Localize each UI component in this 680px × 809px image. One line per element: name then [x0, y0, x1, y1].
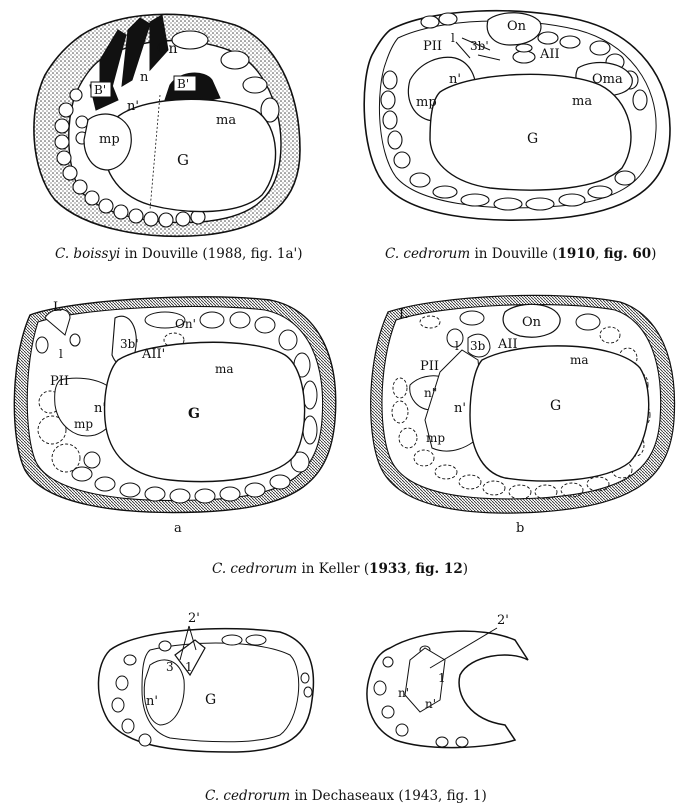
label-l: l — [59, 347, 63, 361]
label-aii: AII — [497, 337, 518, 352]
label-g: G — [550, 398, 561, 414]
caption-keller-1933: C. cedrorum in Keller (1933, fig. 12) — [212, 561, 468, 577]
label-g: G — [177, 151, 189, 169]
label-on: On — [522, 315, 542, 330]
label-2-prime: 2' — [497, 613, 509, 628]
caption-douville-1910: C. cedrorum in Douville (1910, fig. 60) — [385, 246, 656, 262]
label-on: On — [507, 19, 527, 34]
label-n-prime: n' — [449, 72, 461, 87]
gut-cavity — [104, 99, 275, 211]
label-1: 1 — [438, 671, 446, 685]
label-pii: PII — [423, 39, 442, 54]
label-mp: mp — [74, 417, 93, 431]
outer-wall — [367, 631, 528, 747]
gut-cavity — [105, 342, 305, 481]
label-pii: PII — [420, 359, 439, 374]
label-n-prime-b: n' — [425, 697, 436, 711]
label-l: l — [455, 339, 459, 353]
label-b-left: B' — [94, 83, 106, 97]
caption-dechaseaux-1943: C. cedrorum in Dechaseaux (1943, fig. 1) — [205, 788, 487, 804]
label-on: On — [157, 41, 178, 57]
label-L: L — [399, 307, 408, 322]
label-1: 1 — [185, 660, 193, 674]
label-on: On' — [175, 317, 196, 331]
panel-letter-a: a — [174, 521, 182, 536]
label-pii: PII — [50, 374, 69, 389]
label-n-prime: n' — [94, 401, 106, 416]
label-ma: ma — [572, 94, 592, 109]
label-3: 3 — [166, 660, 174, 674]
label-aii: AII — [539, 47, 560, 62]
label-mp: mp — [426, 431, 445, 445]
dechaseaux-left-drawing: 2' 3 1 n' G — [98, 611, 313, 752]
keller-panel-a-drawing: L l PII 3b' AII' On' ma n' mp G — [14, 297, 335, 513]
keller-panel-b-drawing: L l PII 3b AII On ma n" n' mp G — [371, 295, 675, 513]
label-3b: 3b' — [120, 337, 139, 351]
label-3b: 3b — [470, 339, 486, 353]
label-g: G — [188, 406, 200, 422]
label-mp: mp — [99, 132, 120, 147]
label-g: G — [205, 692, 216, 708]
dechaseaux-right-drawing: 2' 1 n' n' — [367, 613, 528, 748]
label-2-prime: 2' — [188, 611, 200, 626]
label-b-right: B' — [177, 77, 189, 91]
label-n-prime: n' — [146, 694, 158, 709]
label-n-prime-a: n' — [398, 686, 409, 700]
label-g: G — [527, 131, 538, 147]
label-ma: ma — [570, 353, 589, 367]
panel-letter-b: b — [516, 521, 524, 536]
label-L: L — [53, 300, 62, 315]
label-n: n — [140, 70, 149, 85]
label-3b: 3b' — [470, 39, 489, 53]
label-l: l — [451, 31, 455, 45]
label-ma: ma — [216, 113, 236, 128]
label-n2: n" — [424, 386, 437, 400]
label-ma: ma — [215, 362, 234, 376]
label-aii: AII' — [141, 347, 165, 362]
douville-1988-drawing: B' B' On n n' mp ma G — [34, 14, 300, 236]
caption-douville-1988: C. boissyi in Douville (1988, fig. 1a') — [55, 246, 303, 262]
label-oma: Oma — [592, 72, 623, 87]
label-n-prime: n' — [127, 99, 139, 114]
douville-1910-drawing: PII l 3b' On AII Oma n' mp ma G — [364, 11, 670, 220]
label-mp: mp — [416, 95, 437, 110]
label-n-prime: n' — [454, 401, 466, 416]
